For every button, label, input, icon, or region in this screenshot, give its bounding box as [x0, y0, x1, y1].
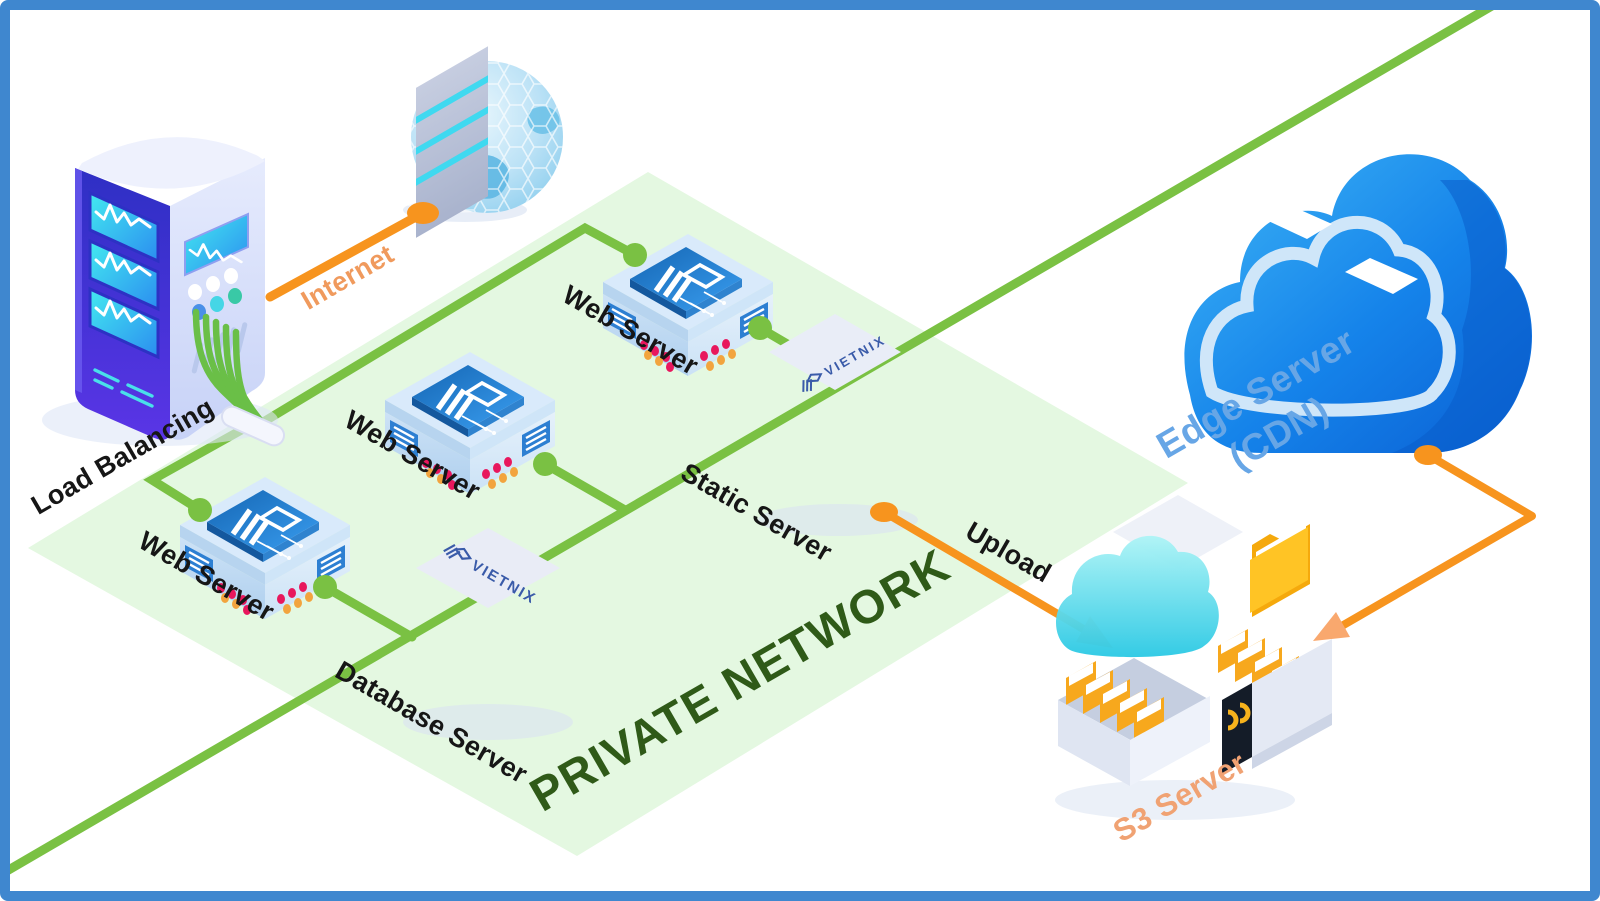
edge-rack-left — [1262, 204, 1332, 239]
upload-node-dot — [870, 502, 898, 522]
cdn-node-dot — [1414, 445, 1442, 465]
s3-drawer-left — [1058, 658, 1210, 786]
internet-node-dot — [407, 202, 439, 224]
internet-link — [265, 208, 428, 302]
edge-cdn-cloud-icon — [1184, 154, 1532, 454]
database-server-icon: VIETNIX — [403, 46, 573, 740]
folder-icon-top — [1250, 523, 1310, 617]
load-balancer-icon — [42, 137, 286, 447]
lan-trunk-line — [0, 0, 1502, 880]
junction-dot — [313, 575, 337, 599]
lan-lines — [0, 0, 1502, 880]
stub-bottomws-trunk — [320, 582, 417, 642]
lan-branch-top-webserver — [245, 222, 640, 435]
upload-arrow-line — [880, 508, 1089, 634]
cdn-arrow-head — [1313, 612, 1350, 641]
cdn-link — [1313, 445, 1536, 641]
junction-dot — [533, 452, 557, 476]
cloud-outline — [1199, 215, 1456, 417]
stub-midws-trunk — [540, 459, 630, 515]
junction-dot — [623, 243, 647, 267]
lan-junction-dots — [188, 243, 772, 599]
cdn-link-line — [1336, 451, 1536, 631]
monitor-screens — [88, 190, 249, 408]
s3-drawer-right — [1218, 629, 1332, 774]
junction-dot — [188, 498, 212, 522]
s3-server-icon — [1055, 495, 1332, 820]
lan-branch-bottom-webserver — [143, 423, 250, 515]
status-dots — [188, 268, 242, 320]
cable-pedestal — [220, 405, 286, 447]
drawer-folders — [1066, 661, 1164, 741]
internet-link-line — [265, 208, 428, 302]
static-server-icon: VIETNIX — [758, 314, 918, 536]
junction-dot — [748, 316, 772, 340]
edge-rack-right — [1345, 258, 1418, 294]
s3-upload-cloud-icon — [1056, 535, 1219, 658]
